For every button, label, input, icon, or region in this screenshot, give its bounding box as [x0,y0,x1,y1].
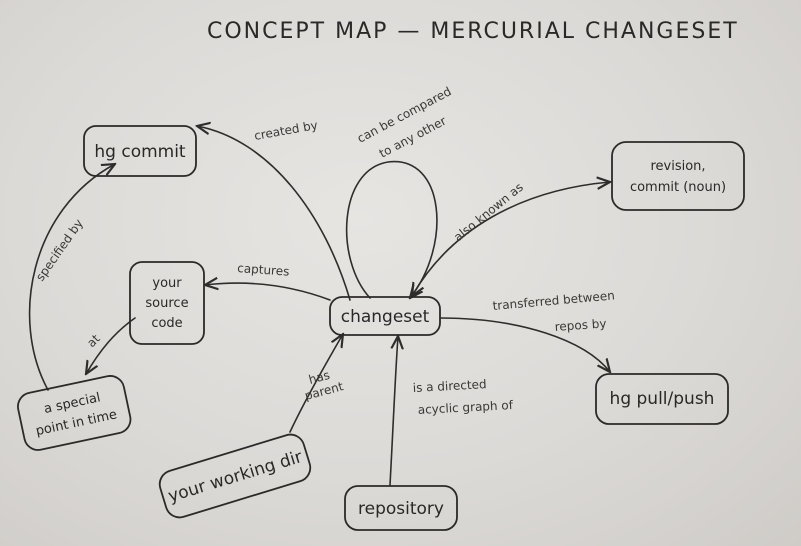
node-source-code: your source code [129,261,205,345]
node-changeset-label: changeset [341,307,430,327]
node-source-line3: code [151,316,182,331]
node-revision-line2: commit (noun) [630,180,726,195]
node-repository: repository [344,485,458,531]
edge-label-dag-line2: acyclic graph of [417,398,514,417]
node-hg-commit: hg commit [83,125,197,177]
node-pull-push: hg pull/push [595,373,729,425]
node-special-point: a special point in time [17,375,132,451]
edge-label-transferred-line1: transferred between [492,288,615,313]
diagram-title: CONCEPT MAP — MERCURIAL CHANGESET [207,19,739,44]
edge-label-has-parent-line1: has [307,368,331,387]
node-repository-label: repository [358,499,444,519]
edge-label-dag-line1: is a directed [412,377,487,395]
edge-has-parent [289,334,343,433]
node-source-line1: your [152,276,182,291]
edge-dag [389,336,398,486]
node-source-line2: source [145,296,188,311]
node-working-dir-label: your working dir [166,447,305,507]
edge-label-transferred-line2: repos by [554,316,607,334]
edge-specified-by [28,164,115,391]
edge-label-at: at [84,331,103,350]
node-working-dir: your working dir [158,433,312,519]
edge-label-captures: captures [237,261,290,279]
edge-also-known-as [412,182,610,296]
edge-created-by [197,126,351,301]
edge-label-also-known-as: also known as [451,180,526,244]
edge-label-created-by: created by [253,118,319,143]
node-hg-commit-label: hg commit [94,142,186,162]
node-revision: revision, commit (noun) [611,141,745,211]
node-pull-push-label: hg pull/push [610,389,715,409]
node-changeset: changeset [329,296,441,336]
node-revision-line1: revision, [650,159,705,174]
edge-captures [205,283,331,301]
edge-transferred-between [439,317,610,372]
